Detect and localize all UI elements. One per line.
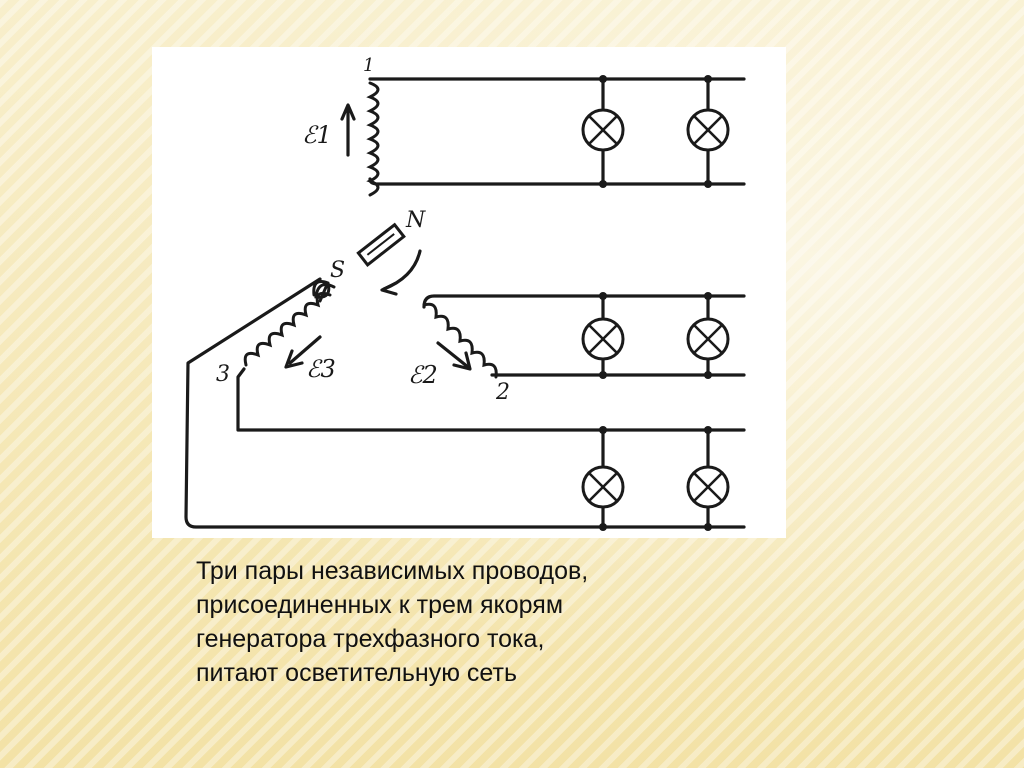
coil-2 (422, 302, 498, 379)
phase-3-lamp-b (686, 426, 730, 531)
emf-3-arrow (284, 335, 322, 369)
phase-2-lamp-b (686, 292, 730, 379)
phase-2-lamp-a (581, 292, 625, 379)
phase-3-outgoing-wire (236, 367, 746, 432)
caption-line: присоединенных к трем якорям (196, 591, 564, 619)
phase-3-return-diagonal (184, 277, 746, 529)
magnet-bar (356, 222, 406, 267)
emf-label-2: ℰ2 (408, 361, 438, 389)
pole-label-north: N (405, 208, 426, 233)
rotating-magnet: N S (330, 208, 426, 296)
phase-3-lamp-a (581, 426, 625, 531)
slide-caption: Три пары независимых проводов, присоедин… (196, 554, 756, 690)
emf-label-3: ℰ3 (306, 355, 336, 383)
phase-1-circuit: 1 ℰ1 (302, 55, 746, 197)
phase-1-bottom-wire (368, 177, 746, 186)
three-phase-generator-diagram: 1 ℰ1 N S (152, 47, 786, 538)
terminal-label-2: 2 (495, 380, 510, 405)
phase-2-top-wire (422, 294, 746, 309)
emf-2-arrow (436, 341, 472, 371)
caption-line: питают осветительную сеть (196, 659, 517, 687)
phase-1-lamp-a (581, 75, 625, 188)
emf-1-arrow (340, 103, 356, 157)
phase-2-circuit: 2 ℰ2 (408, 292, 746, 405)
emf-label-1: ℰ1 (302, 121, 332, 149)
pole-label-south: S (330, 258, 345, 283)
phase-3-circuit: 3 ℰ3 (184, 277, 746, 531)
terminal-label-3: 3 (216, 362, 230, 387)
caption-line: Три пары независимых проводов, (196, 557, 589, 585)
caption-line: генератора трехфазного тока, (196, 625, 545, 653)
terminal-label-1: 1 (363, 55, 374, 76)
rotation-arrow (380, 249, 422, 296)
phase-1-lamp-b (686, 75, 730, 188)
coil-1 (366, 81, 380, 197)
